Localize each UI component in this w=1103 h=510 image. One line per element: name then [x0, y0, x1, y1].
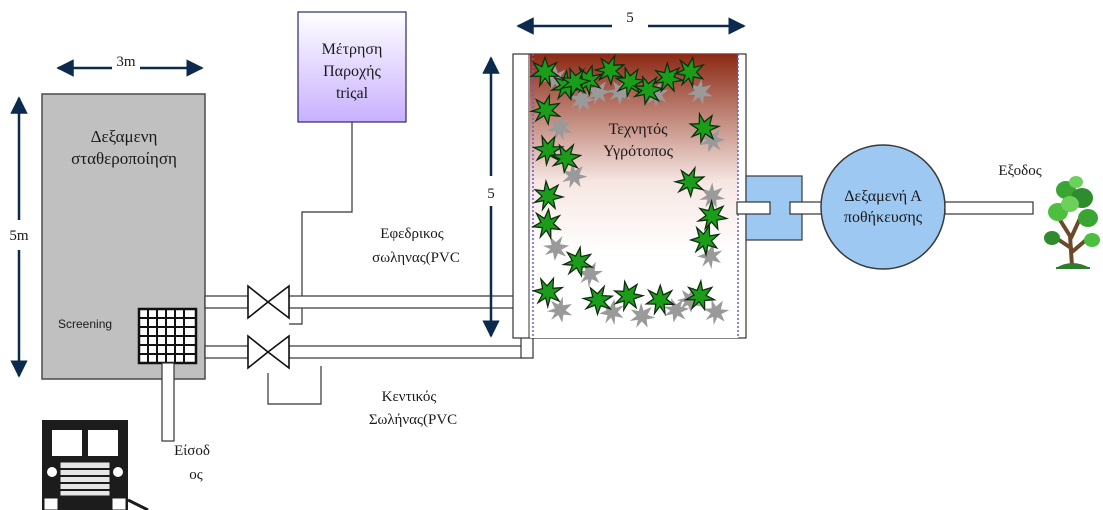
reed-plant-icon [672, 165, 706, 199]
flow-meter: Μέτρηση Παροχής triςal [297, 11, 407, 123]
inlet-label-1: Είσοδ [174, 443, 210, 459]
reed-plant-icon [614, 65, 648, 99]
truck-icon [42, 420, 149, 510]
gray-plant-icon [562, 162, 588, 189]
gray-plant-icon [577, 261, 604, 288]
main-valve-icon [247, 334, 290, 370]
gray-plant-icon [687, 78, 713, 105]
reed-plant-icon [644, 283, 676, 317]
tank-width-label: 3m [116, 54, 136, 70]
gray-plant-icon [697, 243, 723, 270]
settling-tank-title-2: σταθεροποίηση [71, 149, 177, 168]
inlet-label-2: ος [189, 467, 203, 483]
wetland-height-label: 5 [487, 186, 495, 202]
gray-plant-icon [606, 79, 633, 105]
reed-plant-icon [688, 111, 722, 145]
gray-plant-icon [643, 81, 669, 108]
reed-plant-icon [688, 224, 721, 258]
main-pipe-label-1: Κεντικός [382, 389, 437, 405]
spare-pipe: Εφεδρικος σωληνας(PVC [204, 226, 523, 320]
flow-meter-label-1: Μέτρηση [322, 41, 383, 58]
gray-plant-icon [542, 236, 570, 261]
inlet-pipe: Είσοδ ος [161, 362, 210, 483]
screening-grid-icon [137, 307, 198, 365]
wetland-title-2: Υγρότοπος [603, 143, 674, 160]
gray-plant-icon [663, 298, 690, 323]
flow-meter-label-2: Παροχής [323, 63, 381, 80]
spare-valve-icon [247, 284, 290, 320]
reed-plant-icon [549, 143, 583, 175]
tree-icon [1044, 176, 1100, 269]
flow-meter-connector [289, 122, 353, 325]
gray-plant-icon [703, 299, 730, 326]
reed-plant-icon [652, 60, 686, 94]
gray-plant-icon [629, 302, 656, 328]
reed-plant-icon [530, 207, 563, 241]
reed-plant-icon [531, 276, 565, 310]
main-pipe-label-2: Σωλήνας(PVC [369, 412, 457, 428]
settling-tank: Δεξαμενη σταθεροποίηση Screening [41, 93, 206, 380]
spare-pipe-label-1: Εφεδρικος [380, 226, 443, 242]
reed-plant-icon [631, 74, 665, 106]
reed-plant-icon [695, 198, 730, 232]
wetland-title-1: Τεχνητός [609, 121, 669, 138]
reed-plant-icon [529, 55, 561, 88]
flow-meter-box [297, 11, 407, 123]
spare-pipe-label-2: σωληνας(PVC [372, 250, 460, 266]
storage-tank: Δεξαμενή Α ποθήκευσης [820, 144, 946, 270]
wetland-width-label: 5 [626, 10, 634, 26]
wetland-plants [528, 53, 730, 328]
settling-tank-title-1: Δεξαμενη [91, 127, 158, 146]
outlet-pipe: Εξοδος [944, 163, 1042, 215]
reed-plant-icon [612, 279, 646, 313]
screening-label: Screening [58, 317, 112, 331]
reed-plant-icon [528, 93, 562, 127]
tank-height-label: 5m [9, 228, 29, 244]
constructed-wetland: Τεχνητός Υγρότοπος [512, 53, 747, 339]
reed-plant-icon [683, 278, 717, 312]
gray-plant-icon [547, 114, 572, 141]
reed-plant-icon [558, 66, 592, 98]
main-pipe: Κεντικός Σωλήνας(PVC [204, 334, 534, 428]
wetland-width-dimension: 5 [516, 10, 746, 35]
reed-plant-icon [532, 178, 566, 212]
gray-plant-icon [699, 127, 726, 153]
gray-plant-icon [569, 86, 596, 113]
reed-plant-icon [592, 53, 626, 87]
main-bypass-line [267, 366, 322, 405]
tank-height-dimension: 5m [9, 96, 29, 378]
tank-width-dimension: 3m [56, 54, 204, 77]
gray-plant-icon [699, 182, 726, 209]
gray-plant-icon [546, 296, 573, 323]
outlet-label: Εξοδος [998, 163, 1041, 179]
reed-plant-icon [673, 55, 706, 89]
storage-tank-body [820, 144, 946, 270]
storage-tank-label-1: Δεξαμενή Α [844, 188, 922, 205]
storage-tank-label-2: ποθήκευσης [844, 209, 923, 226]
wetland-height-dimension: 5 [482, 56, 500, 338]
transfer-box [736, 175, 827, 241]
gray-plant-icon [585, 78, 612, 105]
reed-plant-icon [580, 284, 615, 317]
flow-meter-label-3: triςal [336, 85, 369, 102]
reed-plant-icon [561, 244, 595, 278]
